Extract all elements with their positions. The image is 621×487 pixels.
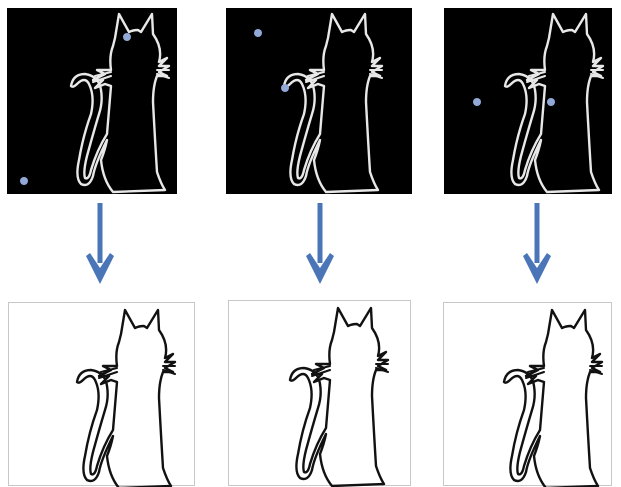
seed-point: [547, 98, 555, 106]
output-panel-frame: [9, 303, 195, 486]
output-panel: [9, 303, 195, 487]
seed-point: [20, 177, 28, 185]
seed-point: [123, 33, 131, 41]
seed-point: [281, 84, 289, 92]
input-panel: [444, 8, 612, 194]
input-panel-background: [226, 8, 412, 194]
diagram-column: [7, 8, 195, 487]
arrow-down-icon: [306, 203, 334, 284]
arrow-down-icon: [523, 203, 551, 284]
seed-point: [473, 98, 481, 106]
seed-point: [254, 29, 262, 37]
output-panel: [229, 301, 411, 487]
diagram-column: [226, 8, 412, 486]
output-panel: [444, 303, 612, 487]
input-panel: [7, 8, 177, 194]
diagram-column: [444, 8, 613, 487]
arrow-down-icon: [86, 203, 114, 284]
input-panel: [226, 8, 412, 194]
